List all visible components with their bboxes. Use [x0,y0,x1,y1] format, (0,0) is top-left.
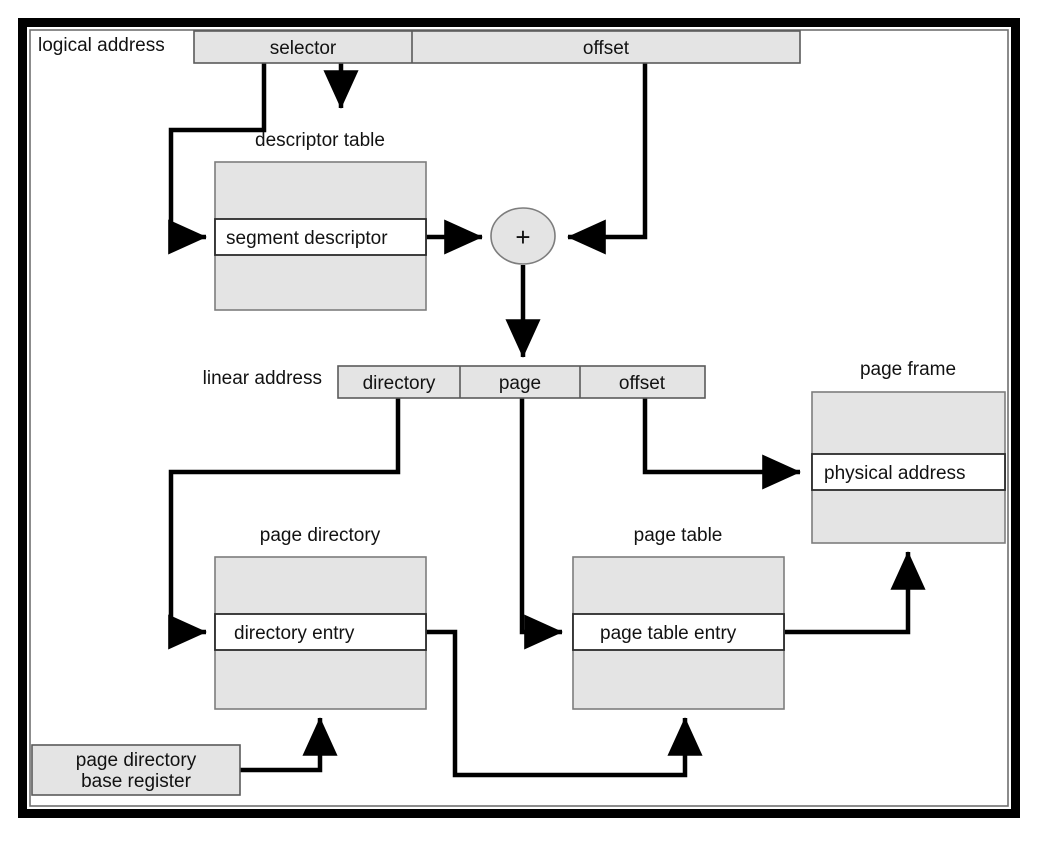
descriptor-table[interactable]: descriptor table segment descriptor [214,130,427,311]
segment-descriptor-label: segment descriptor [226,228,388,249]
page-directory-base-register-label-line1: page directory [76,750,197,771]
connector-page-field-to-page-table-entry [519,398,563,650]
page-frame[interactable]: page frame physical address [811,359,1006,544]
descriptor-table-caption: descriptor table [255,130,385,151]
page-directory-base-register-box [31,744,241,796]
connector-base-register-to-page-directory [240,717,338,773]
logical-address-bar-rect [193,30,801,64]
adder-node[interactable]: + [490,207,556,265]
diagram-border [18,18,1020,818]
directory-entry-label: directory entry [234,623,355,644]
offset-field-label-linear: offset [619,373,666,394]
page-directory-base-register[interactable]: page directory base register [31,744,241,796]
page-table-caption: page table [634,525,723,546]
physical-address-label: physical address [824,463,966,484]
page-directory-caption: page directory [260,525,381,546]
page-frame-row-highlight[interactable] [811,453,1006,491]
connector-logical-offset-to-adder [567,63,648,255]
descriptor-table-row-highlight[interactable] [214,218,427,256]
page-frame-caption: page frame [860,359,956,380]
page-field-label: page [499,373,541,394]
connector-page-table-entry-to-page-frame [785,551,926,635]
connector-directory-entry-to-page-table [425,629,703,778]
linear-address-label: linear address [203,368,322,389]
connector-directory-field-route [168,398,401,632]
linear-address-bar[interactable]: linear address directory page offset [203,365,706,399]
connector-layer [168,63,926,778]
linear-address-bar-rect [337,365,706,399]
adder-circle [490,207,556,265]
page-table-row-highlight[interactable] [572,613,785,651]
page-directory-row-highlight[interactable] [214,613,427,651]
page-directory-base-register-label-line2: base register [81,771,192,792]
logical-address-label: logical address [38,35,165,56]
connector-selector-to-descriptor-table [168,63,267,237]
page-table[interactable]: page table page table entry [572,525,785,710]
diagram-border-inner [29,29,1009,807]
directory-field-label: directory [363,373,436,394]
page-directory[interactable]: page directory directory entry [214,525,427,710]
selector-field-label: selector [270,38,337,59]
logical-address-bar[interactable]: logical address selector offset [38,30,801,64]
offset-field-label-top: offset [583,38,630,59]
adder-plus-label: + [515,222,530,252]
connector-linear-offset-to-physical-address [642,398,801,490]
page-table-entry-label: page table entry [600,623,737,644]
